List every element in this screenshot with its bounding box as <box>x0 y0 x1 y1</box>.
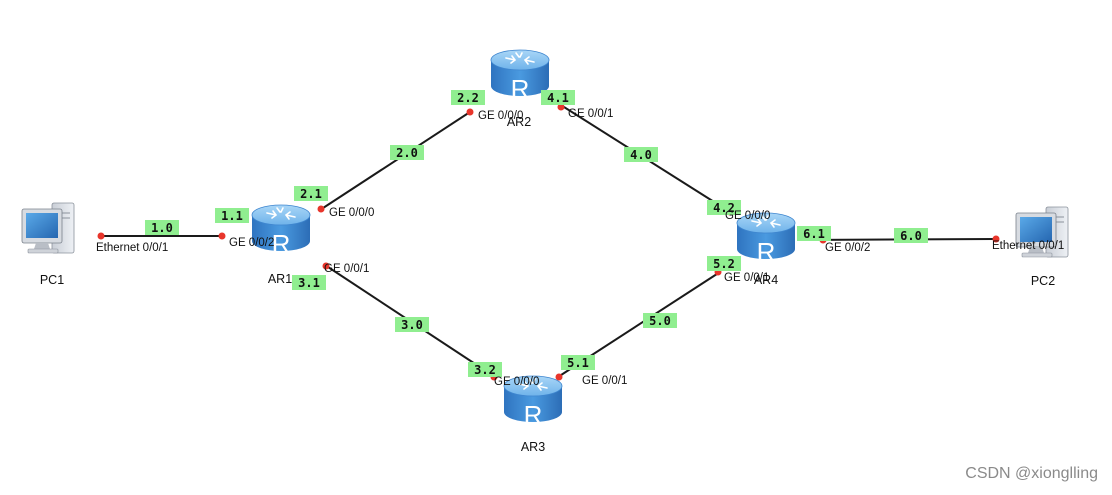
segment-tag-3-2: 3.2 <box>468 362 502 377</box>
iface-label-ar1-g000: GE 0/0/0 <box>329 207 374 219</box>
iface-label-pc2-eth: Ethernet 0/0/1 <box>992 240 1064 252</box>
pc1[interactable] <box>21 202 75 254</box>
iface-label-ar1-g001: GE 0/0/1 <box>324 263 369 275</box>
router-ar1[interactable]: R <box>251 204 311 259</box>
device-label-ar1: AR1 <box>268 272 292 286</box>
port-dot-ar1-g002 <box>218 232 226 240</box>
port-dot-pc1 <box>97 232 105 240</box>
iface-label-pc1-eth: Ethernet 0/0/1 <box>96 242 168 254</box>
iface-label-ar3-g001: GE 0/0/1 <box>582 375 627 387</box>
iface-label-ar1-g002: GE 0/0/2 <box>229 237 274 249</box>
segment-tag-3-0: 3.0 <box>395 317 429 332</box>
iface-label-ar2-g001: GE 0/0/1 <box>568 108 613 120</box>
router-ar3[interactable]: R <box>503 375 563 430</box>
segment-tag-1-0: 1.0 <box>145 220 179 235</box>
port-dot-ar2-g001 <box>557 103 565 111</box>
segment-tag-1-1: 1.1 <box>215 208 249 223</box>
port-dot-pc2 <box>992 235 1000 243</box>
svg-text:4.1: 4.1 <box>547 91 569 105</box>
segment-tag-4-2: 4.2 <box>707 200 741 215</box>
segment-tag-6-0: 6.0 <box>894 228 928 243</box>
svg-text:1.0: 1.0 <box>151 221 173 235</box>
svg-text:2.0: 2.0 <box>396 146 418 160</box>
segment-tag-2-1: 2.1 <box>294 186 328 201</box>
router-ar4[interactable]: R <box>736 212 796 267</box>
svg-text:5.2: 5.2 <box>713 257 735 271</box>
segment-tags: 1.0 1.1 2.1 2.0 2.2 4.1 4.0 4.2 3.1 3.0 … <box>145 90 928 377</box>
device-label-pc1: PC1 <box>40 273 64 287</box>
port-dot-ar1-g001 <box>322 262 330 270</box>
interface-labels: Ethernet 0/0/1 GE 0/0/2 GE 0/0/0 GE 0/0/… <box>96 108 1064 388</box>
iface-label-ar3-g000: GE 0/0/0 <box>494 376 539 388</box>
router-glyph: R <box>524 400 543 430</box>
segment-tag-5-1: 5.1 <box>561 355 595 370</box>
segment-tag-2-2: 2.2 <box>451 90 485 105</box>
link-ar1-ar2 <box>319 111 471 211</box>
svg-text:1.1: 1.1 <box>221 209 243 223</box>
svg-text:6.1: 6.1 <box>803 227 825 241</box>
links <box>100 94 997 378</box>
svg-text:2.2: 2.2 <box>457 91 479 105</box>
svg-text:2.1: 2.1 <box>300 187 322 201</box>
iface-label-ar4-g002: GE 0/0/2 <box>825 242 870 254</box>
device-label-ar2: AR2 <box>507 115 531 129</box>
port-dot-ar2-g000 <box>466 108 474 116</box>
segment-tag-5-0: 5.0 <box>643 313 677 328</box>
iface-label-ar4-g000: GE 0/0/0 <box>725 210 770 222</box>
svg-text:5.1: 5.1 <box>567 356 589 370</box>
segment-tag-3-1: 3.1 <box>292 275 326 290</box>
svg-text:3.0: 3.0 <box>401 318 423 332</box>
iface-label-ar4-g001: GE 0/0/1 <box>724 272 769 284</box>
svg-text:4.0: 4.0 <box>630 148 652 162</box>
router-glyph: R <box>757 237 776 267</box>
iface-label-ar2-g000: GE 0/0/0 <box>478 110 523 122</box>
svg-text:4.2: 4.2 <box>713 201 735 215</box>
svg-text:3.1: 3.1 <box>298 276 320 290</box>
segment-tag-5-2: 5.2 <box>707 256 741 271</box>
port-dot-ar3-g001 <box>555 373 563 381</box>
router-glyph: R <box>272 229 291 259</box>
watermark: CSDN @xionglling <box>965 465 1098 482</box>
segment-tag-6-1: 6.1 <box>797 226 831 241</box>
segment-tag-2-0: 2.0 <box>390 145 424 160</box>
router-ar2[interactable]: R <box>490 49 550 104</box>
svg-text:3.2: 3.2 <box>474 363 496 377</box>
device-label-ar3: AR3 <box>521 440 545 454</box>
router-glyph: R <box>511 74 530 104</box>
port-dot-ar1-g000 <box>317 205 325 213</box>
svg-text:6.0: 6.0 <box>900 229 922 243</box>
svg-text:5.0: 5.0 <box>649 314 671 328</box>
segment-tag-4-0: 4.0 <box>624 147 658 162</box>
device-label-pc2: PC2 <box>1031 274 1055 288</box>
segment-tag-4-1: 4.1 <box>541 90 575 105</box>
device-label-ar4: AR4 <box>754 273 778 287</box>
device-labels: PC1 AR1 AR2 AR3 AR4 PC2 <box>40 115 1055 454</box>
